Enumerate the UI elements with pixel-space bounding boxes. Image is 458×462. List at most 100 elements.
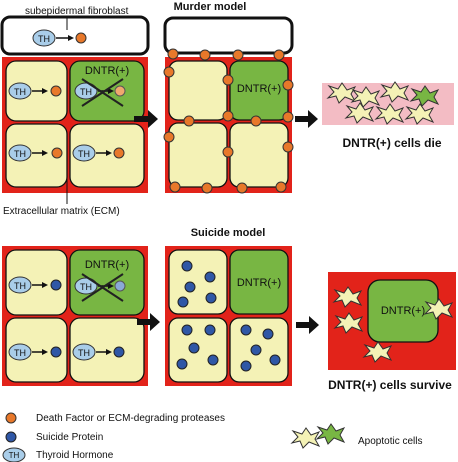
suicide-protein: [204, 271, 216, 283]
suicide-protein: [50, 279, 62, 291]
death-factor: [282, 111, 294, 123]
death-factor: [163, 131, 175, 143]
th-label: TH: [38, 34, 50, 44]
legend-apoptotic-swatch: [291, 427, 320, 449]
death-factor-cluster: [163, 48, 294, 194]
death-factor: [201, 182, 213, 194]
th-label: TH: [14, 87, 26, 97]
fibroblast-cell: [0, 15, 150, 56]
legend-death-factor: Death Factor or ECM-degrading proteases: [36, 413, 225, 424]
suicide-protein: [188, 342, 200, 354]
suicide-protein: [240, 360, 252, 372]
death-factor: [113, 147, 125, 159]
arrowhead: [42, 282, 48, 288]
death-factor: [275, 181, 287, 193]
th-molecule: [32, 29, 56, 47]
arrowhead: [106, 349, 112, 355]
process-arrow: [295, 110, 318, 128]
suicide-protein-cluster: [176, 260, 281, 372]
death-factor: [236, 182, 248, 194]
th-molecule: [72, 144, 96, 162]
process-arrow: [134, 110, 158, 128]
suicide-protein-blocked: [114, 280, 126, 292]
death-factor: [167, 48, 179, 60]
th-molecule: [8, 343, 32, 361]
process-arrow: [296, 316, 319, 334]
th-label: TH: [14, 281, 26, 291]
death-factor: [163, 66, 175, 78]
dntr-label: DNTR(+): [237, 277, 281, 289]
dntr-cell: [229, 249, 289, 315]
cell: [168, 122, 228, 188]
death-factor: [222, 146, 234, 158]
th-label: TH: [80, 87, 92, 97]
process-arrow: [137, 313, 160, 331]
legend: Death Factor or ECM-degrading proteases …: [2, 412, 422, 462]
arrowhead: [68, 35, 74, 41]
legend-death-factor-swatch: [5, 412, 17, 424]
cell: [5, 317, 68, 383]
arrowhead: [108, 88, 114, 94]
death-factor: [222, 110, 234, 122]
cell: [229, 122, 289, 188]
suicide-protein: [240, 324, 252, 336]
fibroblast-label: subepidermal fibroblast: [25, 6, 129, 17]
suicide-protein: [50, 346, 62, 358]
arrowhead: [42, 150, 48, 156]
arrowhead: [108, 283, 114, 289]
dntr-die-label: DNTR(+) cells die: [342, 136, 441, 150]
death-factor: [232, 49, 244, 61]
death-factor-blocked: [114, 85, 126, 97]
death-factor: [51, 147, 63, 159]
th-molecule: [8, 82, 32, 100]
suicide-protein: [113, 346, 125, 358]
th-label: TH: [9, 451, 20, 460]
dntr-label: DNTR(+): [237, 83, 281, 95]
arrowhead: [42, 349, 48, 355]
cell: [5, 123, 68, 188]
death-factor: [273, 49, 285, 61]
suicide-protein: [269, 354, 281, 366]
suicide-protein: [204, 324, 216, 336]
th-label: TH: [14, 348, 26, 358]
arrowhead: [106, 150, 112, 156]
cell: [5, 249, 68, 316]
death-factor: [250, 115, 262, 127]
th-molecule: [74, 277, 98, 295]
dntr-label: DNTR(+): [85, 65, 129, 77]
legend-apoptotic-cells: Apoptotic cells: [358, 436, 422, 447]
suicide-protein: [176, 358, 188, 370]
th-label: TH: [78, 348, 90, 358]
block-cross: [81, 78, 124, 107]
suicide-protein: [177, 296, 189, 308]
legend-th-swatch: [2, 447, 26, 462]
legend-suicide-protein-swatch: [5, 431, 17, 443]
suicide-protein: [184, 281, 196, 293]
th-molecule: [74, 82, 98, 100]
legend-thyroid-hormone: Thyroid Hormone: [36, 450, 114, 461]
cell: [168, 249, 228, 315]
death-factor: [183, 115, 195, 127]
cell: [168, 60, 228, 121]
death-factor: [75, 32, 87, 44]
suicide-model-title: Suicide model: [191, 227, 266, 239]
dntr-survive-label: DNTR(+) cells survive: [328, 378, 452, 392]
death-factor: [282, 141, 294, 153]
death-factor: [199, 49, 211, 61]
arrowhead: [42, 88, 48, 94]
murder-model-title: Murder model: [174, 1, 247, 13]
suicide-protein: [262, 328, 274, 340]
th-label: TH: [78, 149, 90, 159]
death-factor: [50, 85, 62, 97]
th-molecule: [72, 343, 96, 361]
th-molecule: [8, 276, 32, 294]
th-label: TH: [80, 282, 92, 292]
dntr-label: DNTR(+): [85, 259, 129, 271]
death-factor: [222, 74, 234, 86]
th-label: TH: [14, 149, 26, 159]
block-cross: [81, 273, 124, 302]
fibroblast-cell: [163, 16, 294, 55]
dntr-cell: [69, 249, 145, 316]
dntr-label: DNTR(+): [381, 305, 425, 317]
